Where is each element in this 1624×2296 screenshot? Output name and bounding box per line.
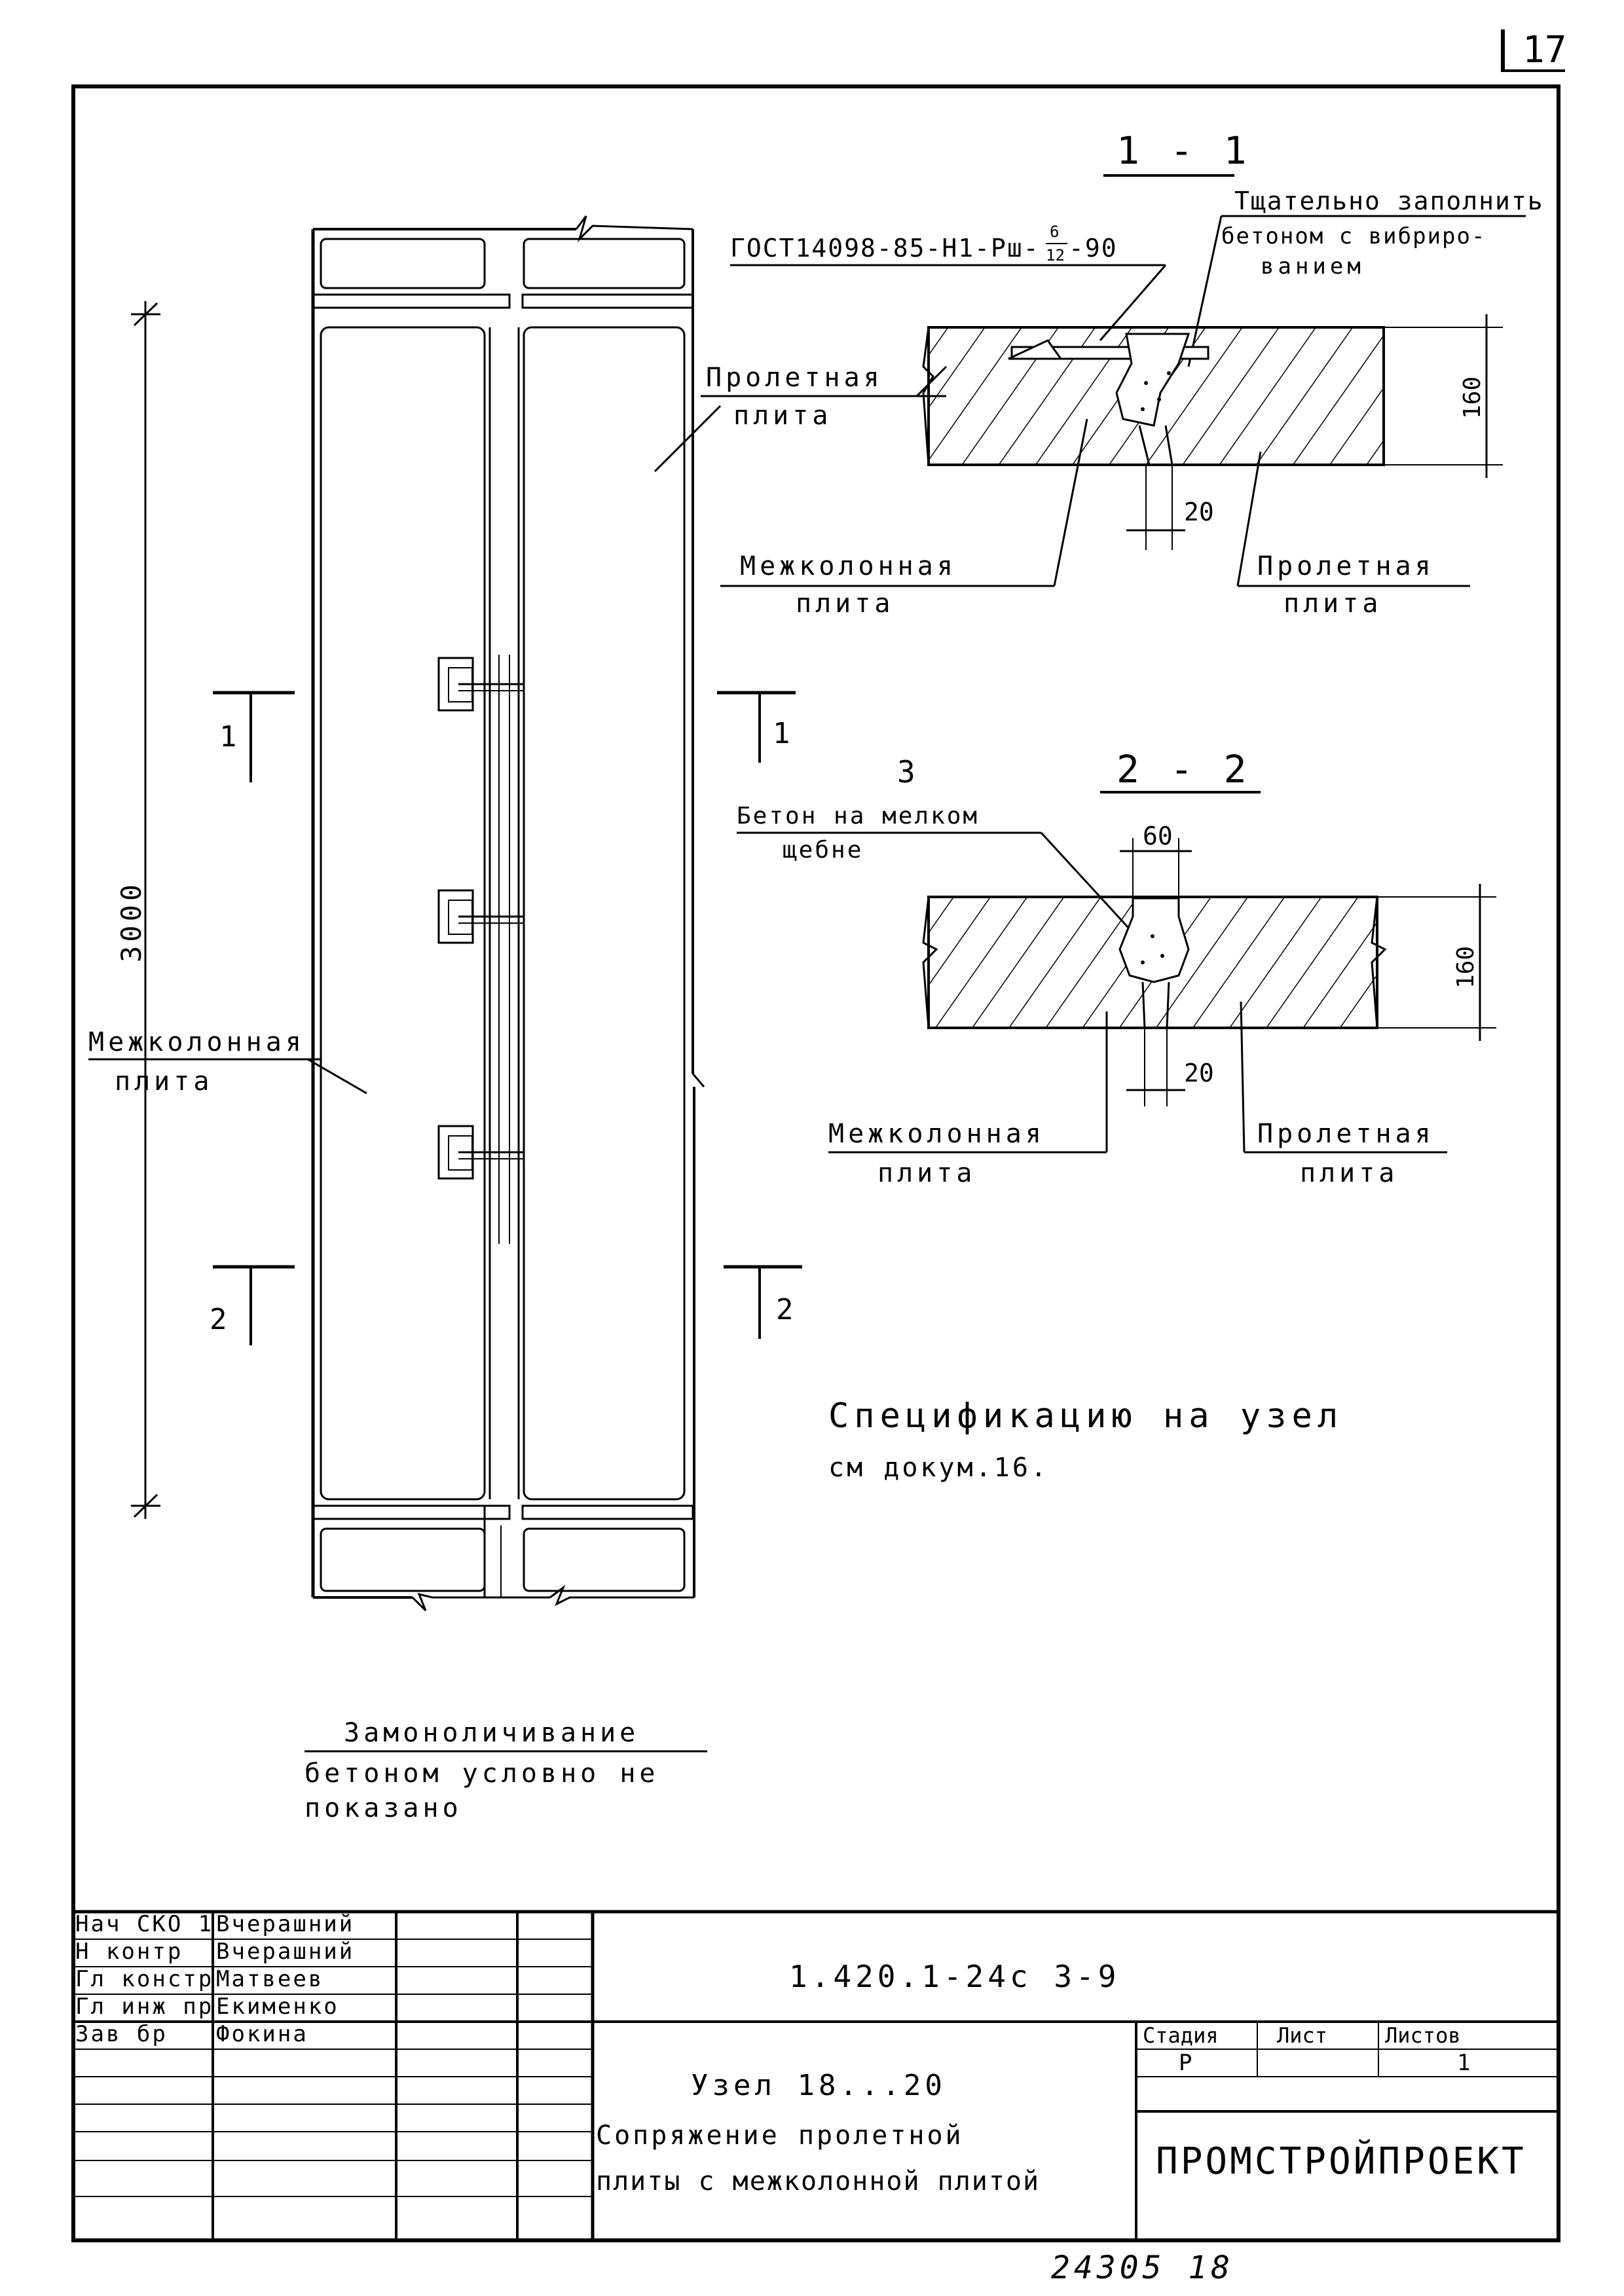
- svg-text:1: 1: [219, 720, 237, 754]
- svg-text:Р: Р: [1179, 2050, 1192, 2076]
- svg-text:Гл инж пр: Гл инж пр: [75, 1994, 213, 2020]
- gost-label: ГОСТ14098-85-Н1-Рш- 6 12 -90: [730, 223, 1167, 341]
- svg-text:Матвеев: Матвеев: [216, 1966, 323, 1992]
- svg-text:Стадия: Стадия: [1143, 2023, 1219, 2048]
- sheet-frame: [71, 84, 1560, 2242]
- svg-text:плита: плита: [877, 1158, 976, 1188]
- svg-text:Листов: Листов: [1385, 2023, 1461, 2048]
- section-mark-2-left: 2: [210, 1265, 295, 1345]
- svg-text:Нач СКО 1: Нач СКО 1: [75, 1911, 213, 1937]
- section-2-2-height: 160: [1452, 946, 1479, 989]
- section-1-1: 1 - 1 Тщательно заполнить бетоном с вибр…: [654, 128, 1544, 619]
- svg-text:Бетон на мелком: Бетон на мелком: [737, 803, 979, 829]
- svg-text:см докум.16.: см докум.16.: [828, 1453, 1049, 1483]
- svg-text:Зав бр: Зав бр: [75, 2021, 168, 2047]
- svg-text:Фокина: Фокина: [216, 2021, 308, 2047]
- svg-text:1: 1: [773, 717, 790, 750]
- svg-text:плита: плита: [796, 589, 894, 619]
- svg-text:Сопряжение пролетной: Сопряжение пролетной: [596, 2121, 964, 2151]
- svg-text:ГОСТ14098-85-Н1-Рш-: ГОСТ14098-85-Н1-Рш-: [730, 234, 1040, 263]
- svg-text:Межколонная: Межколонная: [740, 551, 957, 581]
- section-mark-1-left: 1: [213, 691, 295, 782]
- svg-text:щебне: щебне: [783, 837, 863, 864]
- svg-text:Н контр: Н контр: [75, 1939, 183, 1965]
- svg-text:2: 2: [776, 1293, 794, 1326]
- section-2-2-slab: 60 160 20: [922, 822, 1496, 1106]
- dimension-3000-text: 3000: [115, 881, 147, 962]
- svg-text:Лист: Лист: [1277, 2023, 1327, 2048]
- svg-text:Межколонная: Межколонная: [88, 1027, 305, 1057]
- svg-text:2: 2: [210, 1303, 227, 1336]
- section-2-2-width: 60: [1143, 822, 1173, 850]
- section-2-2: 2 - 2 3 Бетон на мелком щебне 60 160: [737, 747, 1496, 1188]
- section-1-1-gap: 20: [1184, 498, 1214, 526]
- title-block: Нач СКО 1 Вчерашний Н контр Вчерашний Гл…: [73, 1910, 1559, 2240]
- spec-note: Спецификацию на узел см докум.16.: [828, 1396, 1343, 1483]
- svg-text:показано: показано: [304, 1793, 462, 1823]
- svg-text:плита: плита: [1283, 589, 1382, 619]
- dimension-3000: 3000: [115, 301, 160, 1519]
- svg-text:Тщательно заполнить: Тщательно заполнить: [1234, 187, 1544, 215]
- svg-text:Вчерашний: Вчерашний: [216, 1939, 354, 1965]
- doc-code: 1.420.1-24с 3-9: [789, 1959, 1120, 1994]
- plan-plate-label: Межколонная плита: [88, 1027, 367, 1097]
- svg-text:Замоноличивание: Замоноличивание: [344, 1718, 639, 1748]
- section-2-2-gap: 20: [1184, 1059, 1214, 1087]
- svg-text:1: 1: [1457, 2050, 1470, 2076]
- plate-connector: [437, 657, 524, 712]
- section-1-1-title: 1 - 1: [1116, 128, 1251, 173]
- section-1-1-height: 160: [1459, 376, 1486, 419]
- svg-text:ванием: ванием: [1261, 253, 1365, 280]
- plate-connector: [437, 1125, 524, 1180]
- section-2-2-title: 2 - 2: [1116, 747, 1251, 792]
- svg-text:Пролетная: Пролетная: [1257, 551, 1435, 581]
- svg-text:плита: плита: [733, 401, 832, 431]
- section-1-1-slab: 160 20: [922, 314, 1503, 550]
- svg-text:бетоном условно не: бетоном условно не: [304, 1758, 659, 1789]
- plan-note: Замоноличивание бетоном условно не показ…: [304, 1718, 707, 1823]
- plan-view: 3000 1 1 2 2 Межколонная плита: [88, 215, 802, 1823]
- page-number: 17: [1501, 29, 1566, 72]
- svg-text:Гл констр: Гл констр: [75, 1966, 213, 1992]
- svg-text:Екименко: Екименко: [216, 1994, 339, 2020]
- svg-text:Пролетная: Пролетная: [1257, 1119, 1435, 1149]
- svg-text:12: 12: [1046, 246, 1065, 264]
- svg-text:Пролетная: Пролетная: [706, 363, 883, 393]
- page-number-text: 17: [1522, 29, 1566, 71]
- svg-text:бетоном с вибриро-: бетоном с вибриро-: [1221, 223, 1486, 249]
- organization: ПРОМСТРОЙПРОЕКТ: [1156, 2140, 1526, 2183]
- svg-text:Межколонная: Межколонная: [828, 1119, 1045, 1149]
- svg-text:плита: плита: [115, 1066, 213, 1097]
- section-mark-1-right: 1: [717, 691, 796, 763]
- archive-number: 24305 18: [1051, 2250, 1234, 2286]
- svg-text:Вчерашний: Вчерашний: [216, 1911, 354, 1937]
- node-title: Узел 18...20: [691, 2069, 946, 2102]
- plate-connector: [437, 889, 524, 944]
- section-mark-2-right: 2: [724, 1265, 802, 1339]
- svg-text:-90: -90: [1069, 234, 1118, 263]
- svg-text:3: 3: [897, 754, 915, 790]
- svg-text:плита: плита: [1300, 1158, 1398, 1188]
- svg-text:6: 6: [1050, 223, 1059, 241]
- svg-text:Спецификацию на узел: Спецификацию на узел: [828, 1396, 1343, 1436]
- svg-text:плиты с межколонной плитой: плиты с межколонной плитой: [596, 2166, 1040, 2196]
